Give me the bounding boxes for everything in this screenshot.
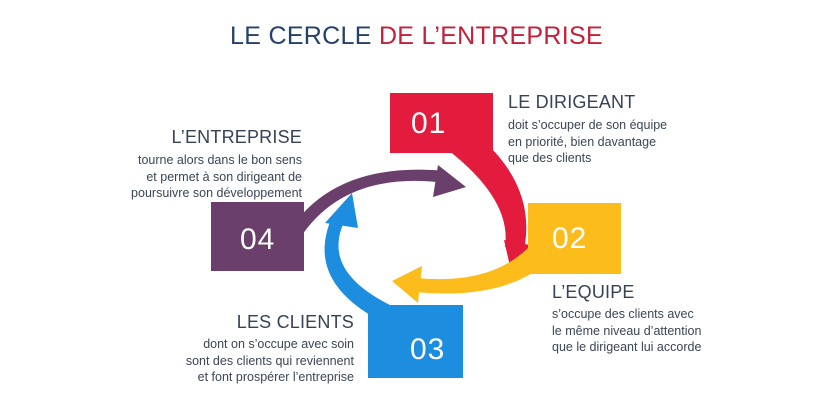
step-4-arrow-body [285, 169, 446, 238]
step-1-arrow-body [448, 150, 527, 250]
step-4-description: tourne alors dans le bon sens et permet … [131, 153, 302, 200]
step-4-title: L’ENTREPRISE [171, 127, 302, 147]
step-4-number: 04 [240, 223, 276, 256]
step-3-title: LES CLIENTS [236, 312, 354, 332]
title-part-dark: LE CERCLE [230, 22, 379, 50]
step-2-arrow-body [415, 248, 544, 294]
step-2-title: L’EQUIPE [552, 282, 635, 302]
diagram-title: LE CERCLE DE L’ENTREPRISE [0, 22, 833, 51]
step-2-box [528, 203, 621, 274]
step-1-number: 01 [411, 107, 447, 140]
title-part-red: DE L’ENTREPRISE [378, 22, 603, 50]
step-2-arrow-head [392, 266, 422, 303]
step-4-arrow-head [433, 165, 466, 197]
step-2-shape [392, 203, 621, 303]
step-3-arrow-body [324, 215, 390, 315]
step-4-shape [211, 165, 466, 271]
step-2-number: 02 [552, 222, 588, 255]
step-3-number: 03 [410, 333, 446, 366]
step-1-title: LE DIRIGEANT [508, 92, 636, 112]
step-1-description: doit s’occuper de son équipe en priorité… [508, 118, 668, 165]
step-1-box [390, 93, 493, 153]
step-3-description: dont on s’occupe avec soin sont des clie… [185, 337, 354, 384]
step-3-box [368, 305, 463, 378]
step-2-description: s’occupe des clients avec le même niveau… [552, 307, 702, 354]
step-3-shape [324, 193, 463, 378]
step-3-arrow-head [325, 193, 358, 228]
